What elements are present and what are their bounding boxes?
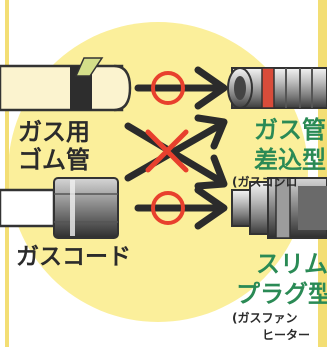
left-border xyxy=(5,0,9,347)
slim-plug-type-note-line1: (ガスファン xyxy=(232,311,298,325)
ng-cross-mark xyxy=(145,129,189,173)
gas-cord-image xyxy=(0,177,119,239)
ok-arrow-bottom xyxy=(134,186,228,230)
right-border xyxy=(318,0,327,347)
ok-circle-mark xyxy=(151,71,185,105)
ok-circle-mark xyxy=(151,191,185,225)
slim-plug-connector-image xyxy=(231,177,327,239)
gas-cord-label: ガスコード xyxy=(16,244,131,270)
gas-pipe-type-label-line1: ガス管 xyxy=(254,116,326,144)
ng-crossed-arrows xyxy=(124,114,228,190)
gas-pipe-type-label-line2: 差込型 xyxy=(254,146,326,174)
gas-rubber-hose-image xyxy=(0,57,132,112)
gas-pipe-type-note: (ガスコンロ xyxy=(232,175,298,189)
ok-arrow-top xyxy=(134,66,228,110)
slim-plug-type-label-line1: スリム xyxy=(256,250,327,278)
gas-hose-label-line2: ゴム管 xyxy=(18,146,90,174)
gas-hose-label-line1: ガス用 xyxy=(18,118,90,146)
slim-plug-type-note-line2: ヒーター xyxy=(262,328,311,342)
gas-pipe-plug-in-connector-image xyxy=(227,67,327,109)
slim-plug-type-label-line2: プラグ型 xyxy=(236,280,327,308)
